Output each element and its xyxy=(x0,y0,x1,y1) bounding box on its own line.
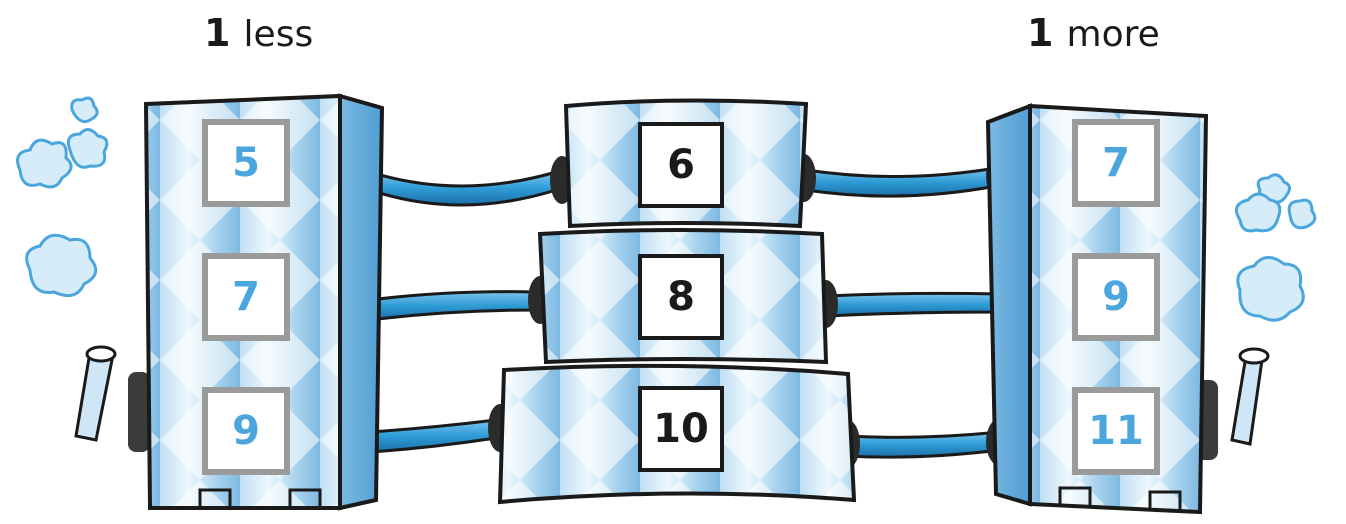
left-box-3-value: 9 xyxy=(232,408,260,454)
right-box-3-value: 11 xyxy=(1088,408,1144,454)
left-number-boxes: 5 7 9 xyxy=(205,122,287,472)
middle-box-2-value: 8 xyxy=(667,274,695,320)
less-header: 1 less xyxy=(204,11,313,55)
less-header-word: less xyxy=(244,14,314,55)
middle-number-boxes: 6 8 10 xyxy=(640,124,722,470)
right-box-2-value: 9 xyxy=(1102,274,1130,320)
less-header-number: 1 xyxy=(204,11,230,55)
left-box-2-value: 7 xyxy=(232,274,260,320)
right-number-boxes: 7 9 11 xyxy=(1075,122,1157,472)
exhaust-pipe-left-icon xyxy=(76,347,150,452)
more-header-number: 1 xyxy=(1027,11,1053,55)
steam-puffs-left-icon xyxy=(18,98,107,296)
more-header-word: more xyxy=(1067,14,1160,55)
middle-box-1-value: 6 xyxy=(667,142,695,188)
left-box-1-value: 5 xyxy=(232,140,260,186)
exhaust-pipe-right-icon xyxy=(1196,349,1268,460)
middle-box-3-value: 10 xyxy=(653,406,709,452)
right-box-1-value: 7 xyxy=(1102,140,1130,186)
steam-puffs-right-icon xyxy=(1236,175,1314,320)
more-header: 1 more xyxy=(1027,11,1160,55)
